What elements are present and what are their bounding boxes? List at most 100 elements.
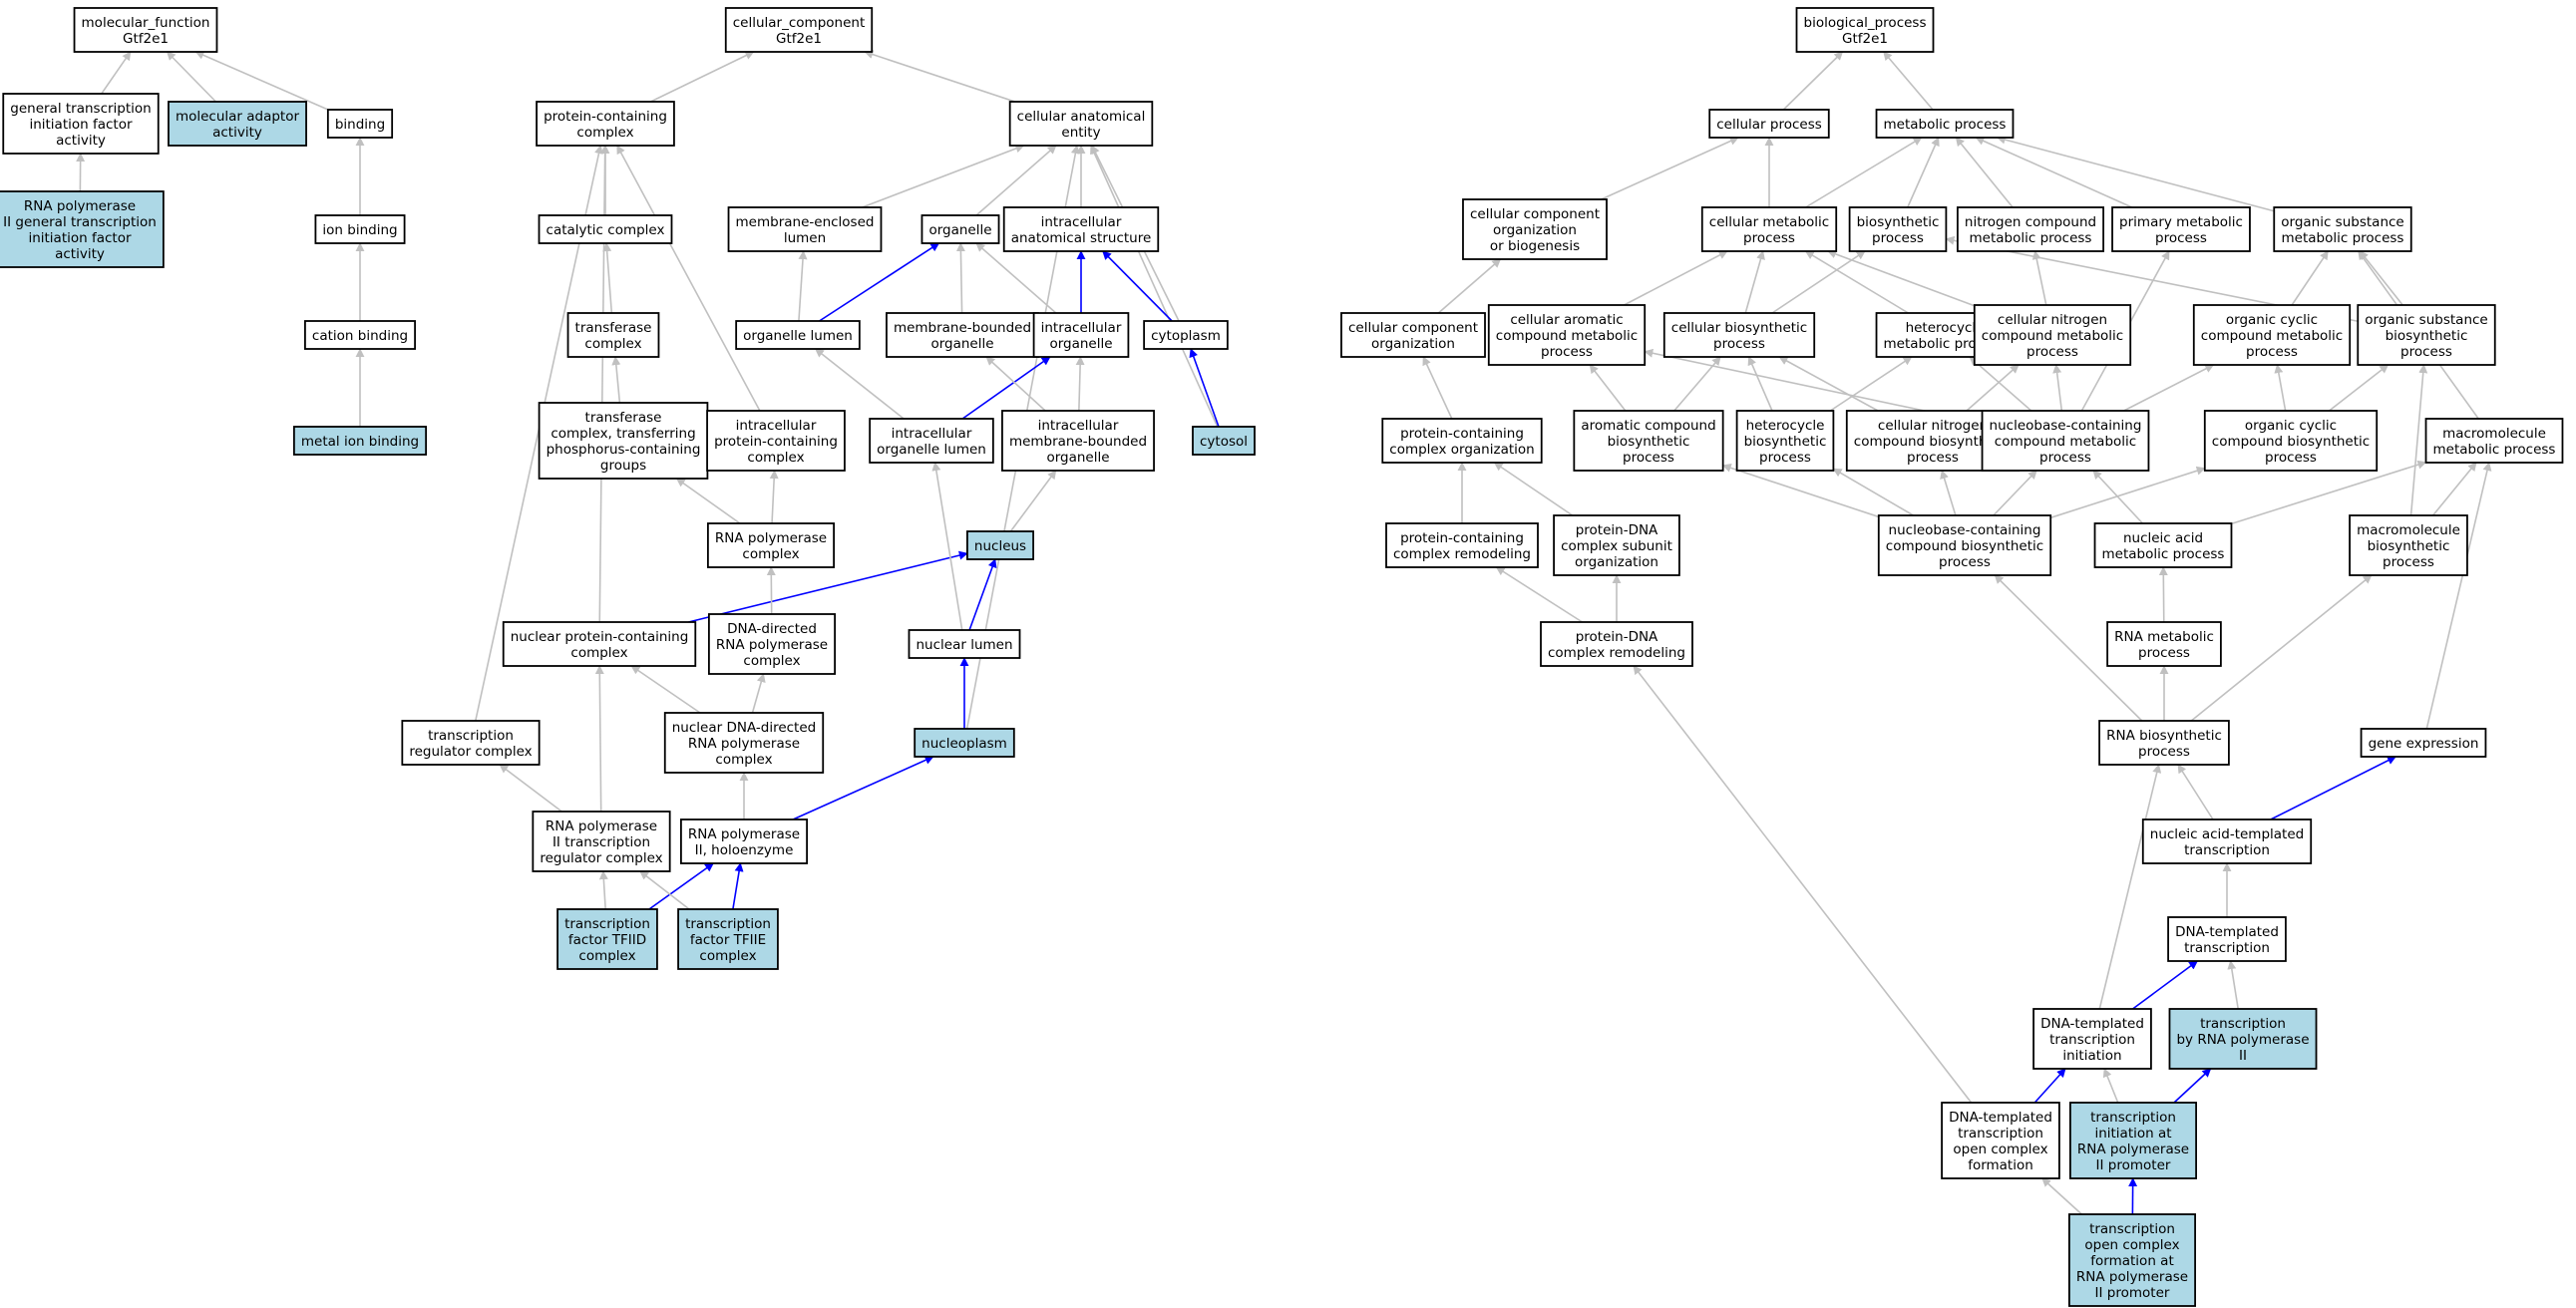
edge-nuclear-dna-directed-rnap-to-dna-directed-rnap-complex — [751, 673, 766, 714]
edge-cc-org-biogenesis-to-cellular-process — [1601, 137, 1739, 200]
edge-protein-complex-org-to-cc-organization — [1422, 356, 1453, 420]
edge-primary-metabolic-to-metabolic-process — [1975, 137, 2133, 208]
edge-cytosol-to-cytoplasm — [1189, 348, 1220, 428]
node-box — [1941, 1102, 2060, 1179]
node-box — [2167, 916, 2287, 962]
edge-dna-templated-open-complex-to-protein-dna-remodeling — [1633, 665, 1973, 1104]
node-box — [1735, 410, 1835, 472]
edge-organic-substance-metabolic-to-metabolic-process — [1996, 135, 2275, 212]
edge-nuclear-dna-directed-rnap-to-nuclear-protein-complex — [630, 665, 701, 714]
edge-dna-templated-initiation-to-rna-biosynthetic — [2098, 764, 2162, 1010]
go-term-node-catalytic-complex: catalytic complex — [538, 214, 673, 244]
edge-membrane-enclosed-lumen-to-cell-anat-entity — [862, 144, 1025, 208]
edge-aromatic-biosynthetic-to-cell-aromatic-metabolic — [1589, 364, 1627, 412]
node-label: cytosol — [1200, 434, 1248, 450]
edge-transcription-rnap2-to-dna-templated-transcription — [2227, 960, 2239, 1010]
edge-nucleobase-biosynthetic-to-heterocycle-biosynthetic — [1832, 468, 1914, 516]
edge-nuclear-lumen-to-intracellular-organelle-lumen — [931, 462, 963, 631]
edge-protein-dna-subunit-org-to-protein-complex-org — [1493, 462, 1574, 516]
node-box — [663, 712, 825, 774]
node-box — [1573, 410, 1724, 472]
node-label: ion binding — [322, 222, 397, 238]
node-box — [1462, 198, 1608, 260]
node-box — [2098, 720, 2230, 766]
edge-aromatic-biosynthetic-to-cellular-biosynthetic — [1673, 356, 1721, 412]
node-box — [1002, 206, 1160, 252]
node-box — [1875, 109, 2015, 139]
edge-nucleic-acid-metabolic-to-macromolecule-metabolic — [2231, 460, 2427, 525]
edge-nucleic-acid-templated-to-gene-expression — [2270, 756, 2396, 820]
node-box — [1662, 312, 1816, 358]
go-term-node-cytosol: cytosol — [1192, 426, 1256, 456]
node-box — [724, 7, 874, 53]
node-label: cation binding — [312, 328, 408, 344]
edge-protein-complex-to-cc-root — [650, 51, 755, 103]
node-box — [1001, 410, 1155, 472]
node-box — [1973, 304, 2132, 366]
node-box — [1700, 206, 1838, 252]
go-term-node-metabolic-process: metabolic process — [1875, 109, 2015, 139]
edge-tfiid-to-rnap2-holoenzyme — [648, 862, 714, 910]
edge-rna-biosynthetic-to-macromolecule-biosynthetic — [2190, 574, 2373, 722]
go-term-node-gene-expression: gene expression — [2360, 728, 2487, 758]
node-box — [2203, 410, 2379, 472]
node-box — [2, 93, 160, 155]
node-box — [2360, 728, 2487, 758]
edge-biosynthetic-process-to-metabolic-process — [1907, 137, 1940, 208]
edge-organic-cyclic-metabolic-to-organic-substance-metabolic — [2291, 250, 2329, 306]
edge-transferase-complex-to-catalytic-complex — [602, 242, 613, 314]
go-term-node-cytoplasm: cytoplasm — [1143, 320, 1229, 350]
node-label: organelle lumen — [743, 328, 853, 344]
go-term-node-binding: binding — [326, 109, 394, 139]
node-box — [1708, 109, 1830, 139]
edge-intracellular-mb-organelle-to-intracellular-organelle — [1075, 356, 1085, 412]
edge-nucleic-acid-templated-to-rna-biosynthetic — [2177, 764, 2214, 820]
node-box — [536, 101, 675, 147]
node-box — [2068, 1102, 2198, 1179]
edge-heterocycle-metabolic-to-cellular-metabolic — [1804, 250, 1909, 314]
node-box — [1032, 312, 1130, 358]
edge-transferase-phospho-to-transferase-complex — [611, 356, 621, 404]
